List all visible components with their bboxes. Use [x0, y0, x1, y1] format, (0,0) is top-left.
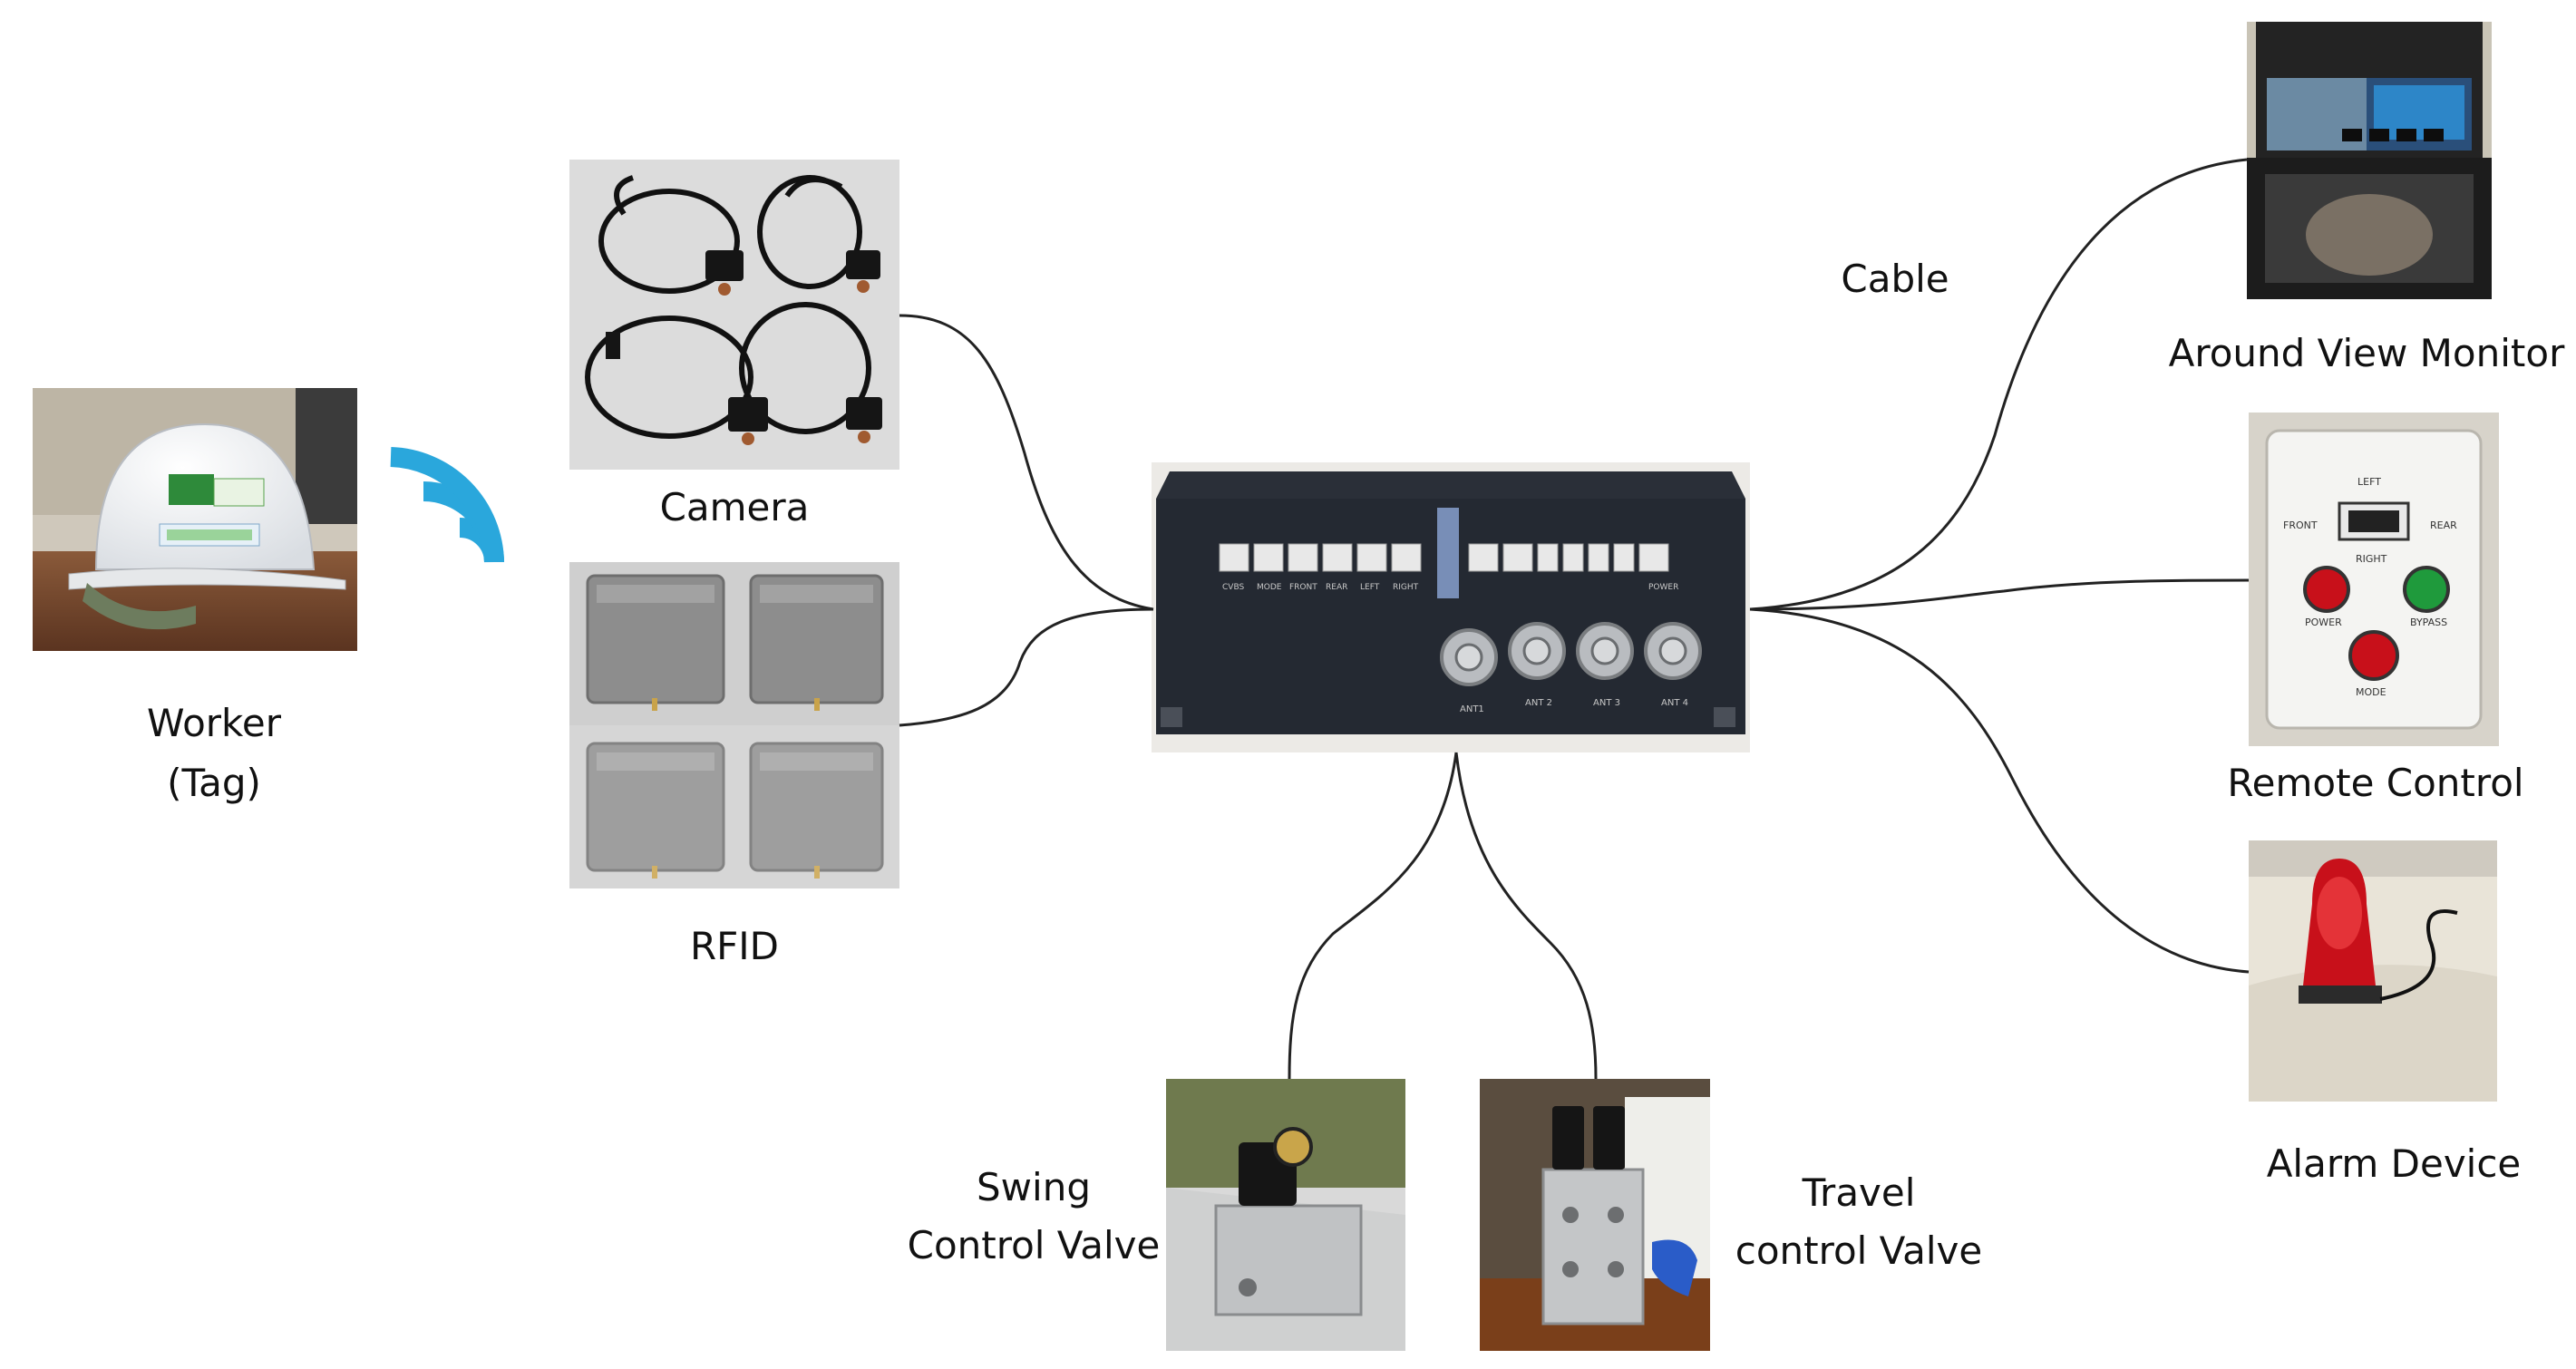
svg-text:LEFT: LEFT	[2357, 476, 2381, 488]
cable-travel-valve	[1454, 752, 1598, 1080]
svg-text:REAR: REAR	[1326, 583, 1347, 592]
cable-label: Cable	[1841, 257, 1949, 301]
svg-text:ANT 4: ANT 4	[1661, 698, 1688, 708]
svg-text:ANT1: ANT1	[1460, 704, 1484, 714]
cable-around-view-monitor	[1749, 158, 2248, 611]
svg-text:LEFT: LEFT	[1360, 583, 1380, 592]
svg-text:POWER: POWER	[1648, 583, 1678, 592]
alarm-device-image	[2249, 840, 2497, 1102]
svg-text:BYPASS: BYPASS	[2410, 617, 2447, 628]
controller-box-image: CVBS MODE FRONT REAR LEFT RIGHT POWER ANT1 A…	[1152, 462, 1750, 752]
svg-text:RIGHT: RIGHT	[1393, 583, 1419, 592]
rfid-label: RFID	[689, 924, 780, 968]
swing-valve-label-line1: Swing	[977, 1165, 1091, 1209]
cable-rfid	[899, 607, 1154, 727]
remote-control-image: LEFT FRONT REAR RIGHT POWER BYPASS MODE	[2249, 413, 2499, 746]
svg-text:MODE: MODE	[1257, 583, 1282, 592]
svg-text:ANT 2: ANT 2	[1525, 698, 1552, 708]
worker-helmet-image	[33, 388, 357, 651]
around-view-monitor-label: Around View Monitor	[2168, 331, 2565, 375]
rfid-image	[569, 562, 899, 888]
swing-control-valve-image	[1166, 1079, 1405, 1351]
around-view-monitor-image	[2247, 22, 2492, 299]
cable-swing-valve	[1288, 752, 1458, 1080]
svg-text:FRONT: FRONT	[2283, 519, 2318, 531]
camera-image	[569, 160, 899, 470]
alarm-device-label: Alarm Device	[2266, 1141, 2522, 1186]
travel-valve-label-line2: control Valve	[1735, 1228, 1983, 1273]
cable-camera	[899, 314, 1154, 611]
wireless-signal-icon	[390, 447, 504, 563]
svg-text:CVBS: CVBS	[1222, 583, 1244, 592]
svg-text:RIGHT: RIGHT	[2356, 553, 2387, 565]
worker-label: Worker	[147, 701, 281, 745]
cable-remote-control	[1749, 578, 2250, 611]
svg-text:REAR: REAR	[2430, 519, 2457, 531]
travel-control-valve-image	[1480, 1079, 1710, 1351]
svg-text:POWER: POWER	[2305, 617, 2342, 628]
remote-control-label: Remote Control	[2227, 761, 2524, 805]
cable-alarm-device	[1749, 607, 2250, 974]
svg-text:FRONT: FRONT	[1289, 583, 1317, 592]
swing-valve-label-line2: Control Valve	[907, 1223, 1161, 1267]
camera-label: Camera	[659, 485, 810, 529]
svg-text:MODE: MODE	[2356, 686, 2386, 698]
svg-text:ANT 3: ANT 3	[1593, 698, 1620, 708]
worker-tag-label: (Tag)	[167, 761, 261, 805]
travel-valve-label-line1: Travel	[1802, 1170, 1916, 1215]
